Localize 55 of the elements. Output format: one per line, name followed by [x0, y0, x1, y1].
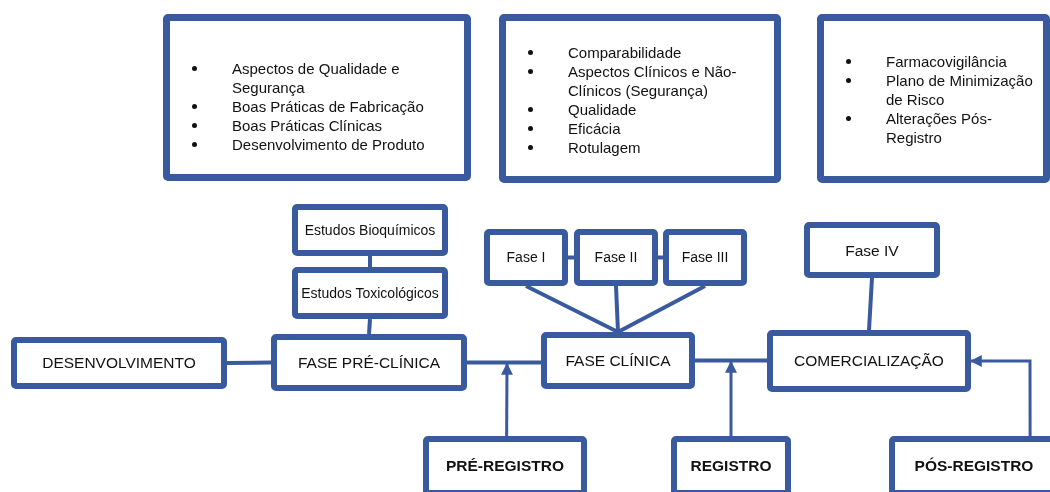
bullet-item: Aspectos de Qualidade e Segurança [232, 59, 401, 97]
regulatory-box [423, 436, 587, 492]
box-label: Estudos Toxicológicos [301, 284, 439, 302]
connector-line [568, 255, 574, 260]
regulatory-box [671, 436, 791, 492]
connector-line [658, 255, 663, 260]
phase-box [804, 222, 940, 278]
box-label: REGISTRO [690, 457, 772, 475]
connector-line [525, 284, 619, 334]
box-label: Fase II [594, 249, 638, 266]
box-label: Fase I [506, 249, 546, 266]
bullet-item: Plano de Minimização de Risco [886, 71, 1034, 109]
info-panel [499, 14, 781, 183]
arrow [969, 355, 1032, 436]
stage-box [271, 334, 467, 391]
bullet-item: Comparabilidade [568, 43, 682, 62]
box-label: Fase IV [845, 241, 899, 259]
connector-line [695, 358, 767, 363]
arrow [725, 360, 737, 436]
box-label: Estudos Bioquímicos [304, 221, 436, 239]
bullet-item: Alterações Pós-Registro [886, 109, 993, 147]
connector-line [226, 360, 272, 365]
bullet-item: Desenvolvimento de Produto [232, 135, 425, 154]
connector-line [367, 318, 372, 335]
box-label: FASE CLÍNICA [565, 351, 671, 370]
connector-line [368, 256, 372, 267]
connector-line [614, 285, 620, 333]
phase-box [663, 229, 747, 286]
box-label: Fase III [681, 249, 729, 266]
info-panel [163, 14, 471, 181]
stage-box [292, 204, 448, 256]
bullet-item: Qualidade [568, 100, 637, 119]
connector-line [617, 284, 706, 334]
arrow [500, 362, 513, 436]
info-panel [817, 14, 1050, 183]
connector-line [467, 360, 541, 365]
stage-box [767, 330, 971, 392]
stage-box [11, 337, 227, 389]
box-label: FASE PRÉ-CLÍNICA [297, 353, 441, 372]
stage-box [292, 267, 448, 319]
box-label: DESENVOLVIMENTO [42, 354, 196, 372]
phase-box [574, 229, 658, 286]
regulatory-box [889, 436, 1050, 492]
bullet-item: Aspectos Clínicos e Não-Clínicos (Segurança) [568, 62, 738, 100]
bullet-item: Boas Práticas de Fabricação [232, 97, 424, 116]
bullet-item: Eficácia [568, 119, 621, 138]
connector-line [867, 277, 874, 331]
bullet-item: Farmacovigilância [886, 52, 1007, 71]
phase-box [484, 229, 568, 286]
box-label: COMERCIALIZAÇÃO [794, 352, 944, 370]
box-label: PRÉ-REGISTRO [446, 457, 564, 475]
box-label: PÓS-REGISTRO [914, 457, 1034, 475]
stage-box [541, 332, 695, 389]
bullet-item: Boas Práticas Clínicas [232, 116, 383, 135]
bullet-item: Rotulagem [568, 138, 641, 157]
